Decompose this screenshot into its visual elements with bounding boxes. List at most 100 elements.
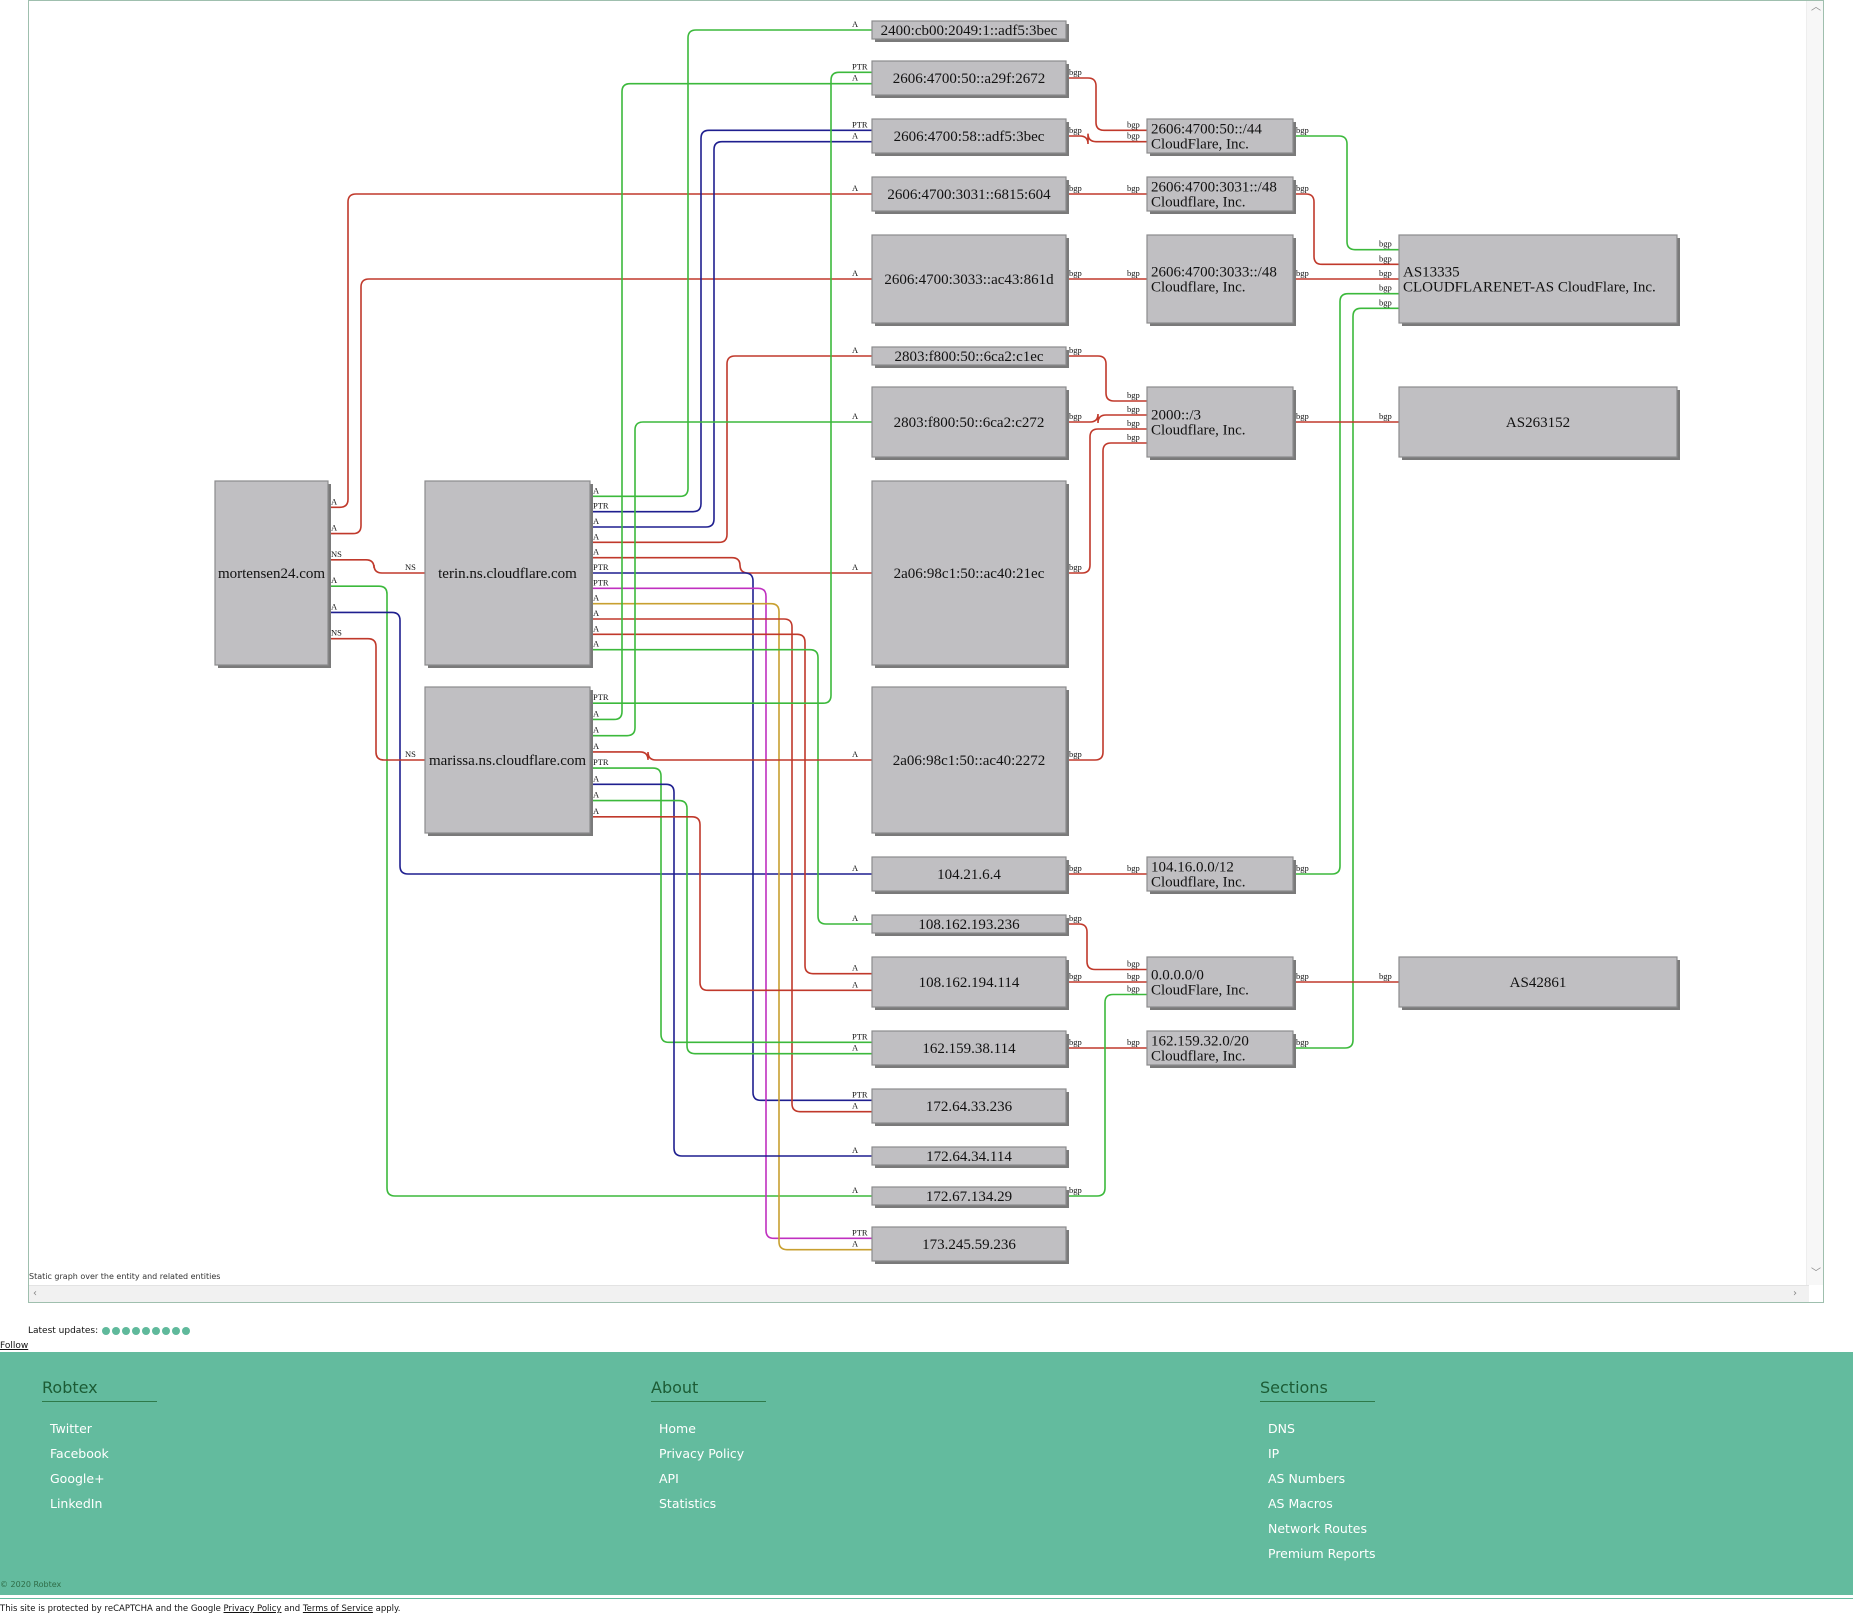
edge-label: bgp [1069,67,1082,77]
recaptcha-and: and [284,1604,301,1614]
footer-link-linkedin[interactable]: LinkedIn [50,1496,103,1511]
footer-link-api[interactable]: API [659,1471,679,1486]
terms-of-service-link[interactable]: Terms of Service [302,1604,373,1614]
footer-link-googleplus[interactable]: Google+ [50,1471,105,1486]
update-dot[interactable] [182,1327,191,1335]
footer-link-as-macros[interactable]: AS Macros [1268,1496,1333,1511]
graph-node-ip_21ec[interactable]: 2a06:98c1:50::ac40:21ec [871,480,1069,668]
update-dot[interactable] [132,1327,141,1335]
graph-edge [590,556,872,574]
edge-label: bgp [1379,971,1392,981]
graph-node-ip_a29f[interactable]: 2606:4700:50::a29f:2672 [871,60,1069,98]
graph-node-ip_172b[interactable]: 172.64.34.114 [871,1146,1069,1168]
footer-link-as-numbers[interactable]: AS Numbers [1268,1471,1346,1486]
edge-label: A [852,73,859,83]
edge-label: bgp [1069,863,1082,873]
edge-label: bgp [1127,971,1140,981]
footer-link-twitter[interactable]: Twitter [50,1421,92,1436]
edge-label: A [593,623,600,633]
graph-node-ip_ac43[interactable]: 2606:4700:3033::ac43:861d [871,234,1069,326]
graph-node-label: 2000::/3 [1151,408,1201,424]
graph-node-ip_6815[interactable]: 2606:4700:3031::6815:604 [871,176,1069,214]
graph-node-label: 2400:cb00:2049:1::adf5:3bec [881,23,1058,39]
edge-label: A [593,790,600,800]
edge-label: PTR [593,562,609,572]
graph-edge [590,71,872,705]
recaptcha-notice: This site is protected by reCAPTCHA and … [0,1604,401,1614]
graph-node-ip_104[interactable]: 104.21.6.4 [871,856,1069,894]
graph-node-ip_2272[interactable]: 2a06:98c1:50::ac40:2272 [871,686,1069,836]
latest-updates-label: Latest updates: [28,1326,99,1336]
graph-node-ip_172a[interactable]: 172.64.33.236 [871,1088,1069,1126]
scroll-left-icon[interactable]: ‹ [33,1288,37,1299]
footer-link-facebook[interactable]: Facebook [50,1446,109,1461]
privacy-policy-link[interactable]: Privacy Policy [223,1604,282,1614]
graph-node-label: 2606:4700:50::a29f:2672 [893,71,1046,87]
edge-label: A [852,749,859,759]
horizontal-scrollbar[interactable]: ‹ › [29,1285,1809,1302]
edge-label: bgp [1127,418,1140,428]
graph-node-as42861[interactable]: AS42861 [1398,956,1680,1010]
footer-link-dns[interactable]: DNS [1268,1421,1295,1436]
vertical-scrollbar[interactable]: ︿ ﹀ [1806,1,1823,1285]
graph-edge [590,751,872,761]
edge-label: NS [331,549,342,559]
graph-node-marissa[interactable]: marissa.ns.cloudflare.com [424,686,593,836]
follow-link[interactable]: Follow [0,1341,29,1351]
latest-updates: Latest updates: [28,1326,192,1336]
update-dot[interactable] [142,1327,151,1335]
update-dot[interactable] [162,1327,171,1335]
graph-node-label: 2a06:98c1:50::ac40:2272 [893,753,1045,769]
update-dot[interactable] [152,1327,161,1335]
graph-node-ip_108b[interactable]: 108.162.194.114 [871,956,1069,1010]
edge-label: A [331,496,338,506]
scroll-up-icon[interactable]: ︿ [1811,2,1821,13]
graph-edge [328,585,872,1197]
graph-node-ip_c1ec[interactable]: 2803:f800:50::6ca2:c1ec [871,346,1069,368]
graph-node-ip_162[interactable]: 162.159.38.114 [871,1030,1069,1068]
footer-link-ip[interactable]: IP [1268,1446,1280,1461]
edge-label: bgp [1379,411,1392,421]
graph-node-as263152[interactable]: AS263152 [1398,386,1680,460]
update-dot[interactable] [102,1327,111,1335]
edge-label: bgp [1127,268,1140,278]
graph-node-label: Cloudflare, Inc. [1151,875,1246,891]
graph-node-ip_173[interactable]: 173.245.59.236 [871,1226,1069,1264]
graph-node-mortensen24[interactable]: mortensen24.com [214,480,331,668]
scroll-right-icon[interactable]: › [1793,1288,1797,1299]
graph-node-ip_108a[interactable]: 108.162.193.236 [871,914,1069,936]
footer-link-premium-reports[interactable]: Premium Reports [1268,1546,1376,1561]
edge-label: A [852,411,859,421]
copyright: © 2020 Robtex [0,1580,62,1589]
graph-node-label: 162.159.32.0/20 [1151,1034,1249,1050]
footer-link-statistics[interactable]: Statistics [659,1496,717,1511]
footer-link-home[interactable]: Home [659,1421,696,1436]
graph-node-ip_2400[interactable]: 2400:cb00:2049:1::adf5:3bec [871,20,1069,42]
update-dot[interactable] [112,1327,121,1335]
edge-label: A [331,575,338,585]
graph-node-ip_adf5[interactable]: 2606:4700:58::adf5:3bec [871,118,1069,156]
entity-graph[interactable]: AAAANSNSAAAANSNSAAPTRPTRAAAAAAPTRPTRPTRP… [29,1,1809,1285]
footer-column-about: About Home Privacy Policy API Statistics [651,1378,766,1522]
footer-link-privacy-policy[interactable]: Privacy Policy [659,1446,745,1461]
scroll-down-icon[interactable]: ﹀ [1811,1268,1821,1279]
edge-label: bgp [1296,183,1309,193]
edge-label: A [593,708,600,718]
update-dot[interactable] [172,1327,181,1335]
graph-caption: Static graph over the entity and related… [29,1272,221,1281]
update-dot[interactable] [122,1327,131,1335]
graph-node-ip_c272[interactable]: 2803:f800:50::6ca2:c272 [871,386,1069,460]
footer-column-title: Robtex [42,1378,157,1402]
graph-node-terin[interactable]: terin.ns.cloudflare.com [424,480,593,668]
graph-node-ip_172c[interactable]: 172.67.134.29 [871,1186,1069,1208]
footer-link-network-routes[interactable]: Network Routes [1268,1521,1367,1536]
